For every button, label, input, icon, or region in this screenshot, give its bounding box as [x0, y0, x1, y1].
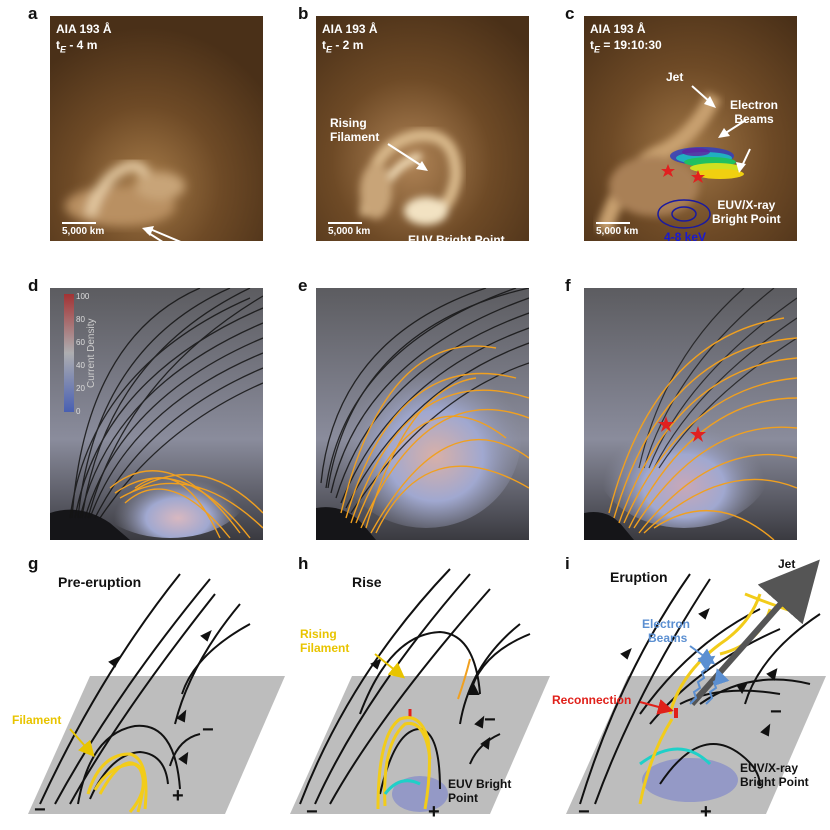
polarity-minus2-g: −	[202, 719, 214, 741]
polarity-minus-i: −	[578, 801, 590, 823]
rising-filament-structure-b	[360, 129, 463, 225]
electron-beams-label-i-line2: Beams	[648, 631, 688, 645]
title-g: Pre-eruption	[58, 574, 141, 590]
bright-point-label-i-line2: Bright Point	[740, 775, 809, 789]
polarity-minus2-h: −	[484, 709, 496, 731]
rising-filament-label-h-line2: Filament	[300, 641, 349, 655]
schematic-diagrams: Pre-eruption Filament − + − Rise	[12, 557, 826, 823]
arrows-c	[691, 85, 751, 173]
photosphere-plane-g	[28, 676, 285, 814]
colorbar-tick-20: 20	[76, 384, 85, 393]
instrument-label-a: AIA 193 Å	[56, 22, 112, 36]
model-panel-e	[316, 288, 529, 540]
energy-label-c: 4-8 keV	[664, 230, 707, 241]
instrument-label-c: AIA 193 Å	[590, 22, 646, 36]
instrument-label-b: AIA 193 Å	[322, 22, 378, 36]
filament-label-g: Filament	[12, 713, 61, 727]
polarity-minus2-i: −	[770, 701, 782, 723]
hxr-contours-c	[657, 199, 711, 229]
euv-bright-point-h	[392, 776, 448, 812]
time-label-c: tE = 19:10:30	[590, 38, 662, 55]
jet-label-c: Jet	[666, 70, 684, 84]
scale-bar-c	[596, 222, 630, 224]
scale-text-a: 5,000 km	[62, 226, 105, 237]
scale-bar-a	[62, 222, 96, 224]
panel-letter-f: f	[565, 276, 571, 295]
bright-point-label-i-line1: EUV/X-ray	[740, 761, 798, 775]
colorbar-title-d: Current Density	[86, 319, 97, 388]
time-label-b: tE - 2 m	[322, 38, 364, 55]
panel-letter-e: e	[298, 276, 308, 295]
jet-label-i: Jet	[778, 557, 795, 571]
colorbar-tick-80: 80	[76, 315, 85, 324]
star-marker-c2	[691, 170, 705, 183]
colorbar-tick-60: 60	[76, 338, 85, 347]
photosphere-plane-i	[566, 676, 826, 814]
polarity-minus-h: −	[306, 801, 318, 823]
colorbar-tick-100: 100	[76, 292, 90, 301]
schematic-g	[28, 573, 285, 814]
euv-xray-bright-point-i	[642, 758, 738, 802]
euv-image-a	[50, 16, 263, 241]
panel-letter-g: g	[28, 554, 39, 573]
panel-letter-d: d	[28, 276, 39, 295]
bright-point-label-h-line2: Point	[448, 791, 478, 805]
scale-text-c: 5,000 km	[596, 226, 639, 237]
title-h: Rise	[352, 574, 382, 590]
polarity-plus-h: +	[428, 801, 440, 823]
filament-label-a-visible: Filament	[180, 252, 230, 266]
reconnection-label-i: Reconnection	[552, 693, 631, 707]
model-panel-d: Current Density 100 80 60 40 20 0	[50, 288, 263, 540]
colorbar-tick-0: 0	[76, 407, 81, 416]
scale-bar-b	[328, 222, 362, 224]
rising-filament-h	[376, 716, 432, 810]
polarity-plus-i: +	[700, 801, 712, 823]
electron-beams-label-i-line1: Electron	[642, 617, 690, 631]
time-label-a: tE - 4 m	[56, 38, 98, 55]
schematic-i	[566, 559, 826, 814]
filament-structure-a	[65, 160, 185, 226]
photosphere-plane-h	[290, 676, 550, 814]
electron-beams-c	[670, 147, 744, 179]
field-lines-f	[584, 288, 797, 540]
colorbar-tick-40: 40	[76, 361, 85, 370]
star-marker-f2	[690, 426, 706, 442]
euv-bright-point-label-b: EUV Bright Point	[408, 233, 505, 241]
panel-letter-i: i	[565, 554, 570, 573]
panel-letter-a: a	[28, 4, 38, 23]
euv-image-b	[316, 16, 529, 241]
panel-letter-c: c	[565, 4, 575, 23]
star-marker-f1	[658, 416, 674, 432]
panel-letter-h: h	[298, 554, 309, 573]
polarity-plus-g: +	[172, 785, 184, 807]
bright-point-label-h-line1: EUV Bright	[448, 777, 511, 791]
panel-letter-b: b	[298, 4, 309, 23]
schematic-h	[290, 568, 550, 814]
filament-g	[86, 752, 148, 813]
title-i: Eruption	[610, 569, 668, 585]
model-panel-f	[584, 288, 797, 540]
rising-filament-label-h-line1: Rising	[300, 627, 337, 641]
field-lines-d: Current Density	[50, 288, 263, 540]
polarity-minus-g: −	[34, 799, 46, 821]
star-marker-c1	[661, 164, 675, 177]
field-lines-e	[316, 288, 529, 540]
scale-text-b: 5,000 km	[328, 226, 371, 237]
euv-image-panel-a: AIA 193 Å tE - 4 m Filament 5,000 km	[50, 16, 263, 241]
euv-image-c	[584, 16, 797, 241]
